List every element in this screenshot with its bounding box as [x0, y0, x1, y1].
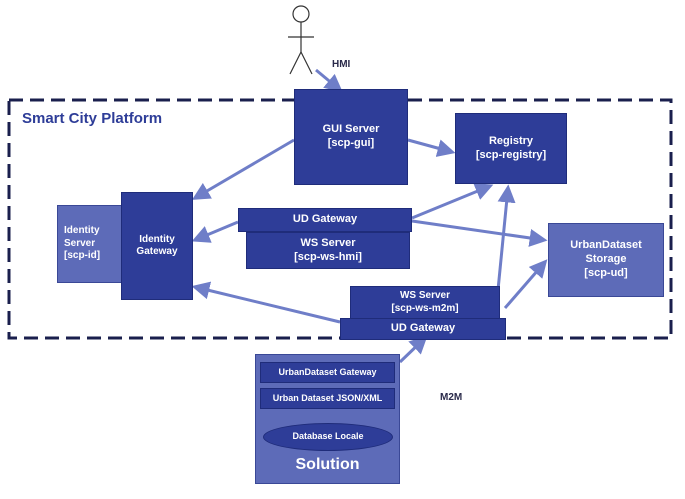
arrow-udgw2-to-registry	[498, 188, 508, 290]
ws-server-m2m-id: [scp-ws-m2m]	[391, 303, 458, 316]
hmi-label: HMI	[332, 59, 350, 70]
identity-server-box: Identity Server [scp-id]	[57, 205, 125, 283]
registry-box: Registry [scp-registry]	[455, 113, 567, 184]
ud-gateway-top-label: UD Gateway	[293, 213, 357, 227]
arrow-udgw-to-identity	[195, 222, 238, 240]
ws-server-m2m-box: WS Server [scp-ws-m2m]	[350, 286, 500, 319]
identity-gateway-line1: Identity	[139, 234, 175, 247]
ws-server-hmi-id: [scp-ws-hmi]	[294, 251, 362, 265]
arrow-udgw2-to-storage	[505, 262, 545, 308]
urban-storage-box: UrbanDataset Storage [scp-ud]	[548, 223, 664, 297]
ud-gateway-bottom-box: UD Gateway	[340, 318, 506, 340]
arrow-gui-to-registry	[408, 140, 452, 152]
identity-gateway-box: Identity Gateway	[121, 192, 193, 300]
gui-server-name: GUI Server	[323, 123, 380, 137]
arrow-solution-to-udgw	[400, 338, 425, 362]
arrow-gui-to-identity	[195, 140, 294, 198]
platform-title: Smart City Platform	[22, 110, 162, 127]
arrow-udgw-to-storage	[412, 221, 544, 240]
ud-gateway-bottom-label: UD Gateway	[391, 322, 455, 336]
registry-id: [scp-registry]	[476, 149, 546, 163]
solution-json-box: Urban Dataset JSON/XML	[260, 388, 395, 409]
urban-storage-id: [scp-ud]	[584, 267, 627, 281]
user-actor-icon	[288, 6, 314, 74]
ud-gateway-top-box: UD Gateway	[238, 208, 412, 232]
solution-database-label: Database Locale	[292, 431, 363, 442]
identity-gateway-line2: Gateway	[136, 246, 177, 259]
gui-server-id: [scp-gui]	[328, 137, 374, 151]
identity-server-line2: Server	[64, 238, 95, 251]
ws-server-m2m-name: WS Server	[400, 290, 450, 303]
urban-storage-line1: UrbanDataset	[570, 239, 642, 253]
identity-server-id: [scp-id]	[64, 250, 100, 263]
solution-database-ellipse: Database Locale	[263, 423, 393, 451]
arrow-udgw2-to-identity	[195, 287, 340, 322]
arrow-user-to-gui	[316, 70, 340, 90]
solution-title: Solution	[255, 456, 400, 474]
solution-gateway-box: UrbanDataset Gateway	[260, 362, 395, 383]
solution-json-label: Urban Dataset JSON/XML	[273, 393, 383, 404]
urban-storage-line2: Storage	[586, 253, 627, 267]
registry-name: Registry	[489, 135, 533, 149]
ws-server-hmi-box: WS Server [scp-ws-hmi]	[246, 232, 410, 269]
m2m-label: M2M	[440, 392, 462, 403]
solution-gateway-label: UrbanDataset Gateway	[278, 367, 376, 378]
gui-server-box: GUI Server [scp-gui]	[294, 89, 408, 185]
arrow-udgw-to-registry	[412, 186, 490, 218]
identity-server-line1: Identity	[64, 225, 100, 238]
ws-server-hmi-name: WS Server	[300, 237, 355, 251]
